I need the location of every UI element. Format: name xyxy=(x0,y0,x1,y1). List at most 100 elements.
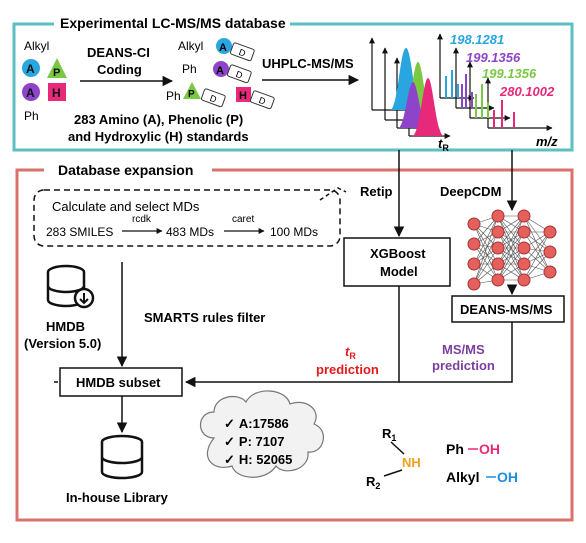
spectrum-magenta-peaks xyxy=(493,100,515,128)
svg-text:A: A xyxy=(216,65,224,77)
svg-text:NH: NH xyxy=(402,455,421,470)
nn-edge xyxy=(473,247,499,285)
nn-node xyxy=(491,273,505,287)
nn-node xyxy=(517,273,531,287)
tr-axis-label: tR xyxy=(438,136,449,153)
deepcdm-label: DeepCDM xyxy=(440,184,501,199)
library-label: In-house Library xyxy=(66,490,169,505)
tag-icon: D xyxy=(230,42,255,62)
ph-label: Ph xyxy=(24,109,39,123)
hmdb-subset-box xyxy=(59,367,183,397)
svg-text:Alkyl: Alkyl xyxy=(178,39,203,53)
svg-text:H: H xyxy=(239,90,247,102)
amino-tagged xyxy=(216,38,232,54)
nn-edge xyxy=(497,231,525,281)
spectra-stack xyxy=(437,33,553,131)
amino-symbol-purple xyxy=(22,83,40,101)
count-phenolic: ✓P: 7107 xyxy=(224,434,284,449)
tag-icon: D xyxy=(201,88,226,108)
hydroxylic-tagged xyxy=(236,87,251,102)
mass-2: 199.1356 xyxy=(466,50,521,65)
amino-symbol xyxy=(22,59,40,77)
svg-text:Alkyl: Alkyl xyxy=(446,469,479,485)
nn-edge xyxy=(473,215,499,265)
nn-node xyxy=(517,241,531,255)
callout-tail xyxy=(319,187,347,201)
smiles-count: 283 SMILES xyxy=(46,225,113,239)
mz-axis-label: m/z xyxy=(536,134,558,149)
svg-text:D: D xyxy=(208,93,218,105)
hmdb-line2: (Version 5.0) xyxy=(24,336,101,351)
md-box-title: Calculate and select MDs xyxy=(52,199,200,214)
top-panel-border xyxy=(12,22,574,152)
standards-line2: and Hydroxylic (H) standards xyxy=(68,129,249,144)
msms-prediction-line1: MS/MS xyxy=(442,342,485,357)
neural-network-icon xyxy=(467,209,557,291)
nn-edge xyxy=(497,215,525,281)
deans-msms-label: DEANS-MS/MS xyxy=(460,302,553,317)
nn-node xyxy=(491,241,505,255)
alcohol-structure: Alkyl OH xyxy=(446,469,518,485)
svg-text:D: D xyxy=(257,95,267,107)
caret-label: caret xyxy=(232,214,254,225)
xgboost-line1: XGBoost xyxy=(370,246,426,261)
svg-text:D: D xyxy=(237,47,247,59)
nn-edge xyxy=(523,231,551,265)
msms-prediction-line2: prediction xyxy=(432,358,495,373)
tr-prediction-word: prediction xyxy=(316,362,379,377)
nn-edge xyxy=(497,247,525,281)
uhplc-label: UHPLC-MS/MS xyxy=(262,56,354,71)
svg-text:A: A xyxy=(26,62,35,76)
svg-text:Ph: Ph xyxy=(182,62,197,76)
nn-node xyxy=(467,217,481,231)
svg-text:A: A xyxy=(219,42,227,54)
standards-line1: 283 Amino (A), Phenolic (P) xyxy=(74,112,243,127)
svg-text:R2: R2 xyxy=(366,474,380,491)
bottom-panel-border xyxy=(15,168,574,522)
spectrum-blue-peaks xyxy=(445,70,459,98)
phenolic-symbol xyxy=(47,58,67,78)
mass-3: 199.1356 xyxy=(482,66,537,81)
xgboost-line2: Model xyxy=(380,264,418,279)
bottom-panel-title: Database expansion xyxy=(58,162,193,178)
nn-edge xyxy=(473,231,499,285)
mass-4: 280.1002 xyxy=(499,84,555,99)
nn-edge xyxy=(523,215,551,273)
nn-edge xyxy=(523,231,551,273)
nn-node xyxy=(467,277,481,291)
peak-magenta xyxy=(412,78,444,136)
nn-node xyxy=(517,257,531,271)
svg-text:OH: OH xyxy=(479,441,500,457)
spectrum-green-peaks xyxy=(475,84,489,118)
coding-line2: Coding xyxy=(97,62,142,77)
nn-edge xyxy=(473,243,499,281)
library-database-icon xyxy=(100,434,144,480)
hmdb-database-icon xyxy=(46,264,95,309)
rcdk-label: rcdk xyxy=(132,214,152,225)
nn-edge xyxy=(473,223,499,265)
counts-cloud xyxy=(199,390,324,478)
nn-node xyxy=(491,257,505,271)
svg-text:P: P xyxy=(53,67,60,79)
nn-node xyxy=(543,225,557,239)
nn-node xyxy=(467,257,481,271)
coding-line1: DEANS-CI xyxy=(87,45,150,60)
nn-edge xyxy=(523,215,551,253)
tag-icon: D xyxy=(227,64,252,84)
nn-edge xyxy=(497,215,525,265)
deans-msms-box xyxy=(451,295,565,323)
nn-edge xyxy=(497,215,525,249)
nn-node xyxy=(467,237,481,251)
nn-edge xyxy=(473,223,499,281)
mds-483: 483 MDs xyxy=(166,225,214,239)
nn-edge xyxy=(523,231,551,281)
alkyl-label: Alkyl xyxy=(24,39,49,53)
md-calculation-box xyxy=(33,189,341,247)
svg-text:P: P xyxy=(188,89,195,100)
amine-structure: R1 NH R2 xyxy=(366,426,421,491)
nn-node xyxy=(517,209,531,223)
phenol-structure: Ph OH xyxy=(446,441,500,457)
svg-text:H: H xyxy=(52,86,61,100)
hmdb-subset-label: HMDB subset xyxy=(76,375,161,390)
